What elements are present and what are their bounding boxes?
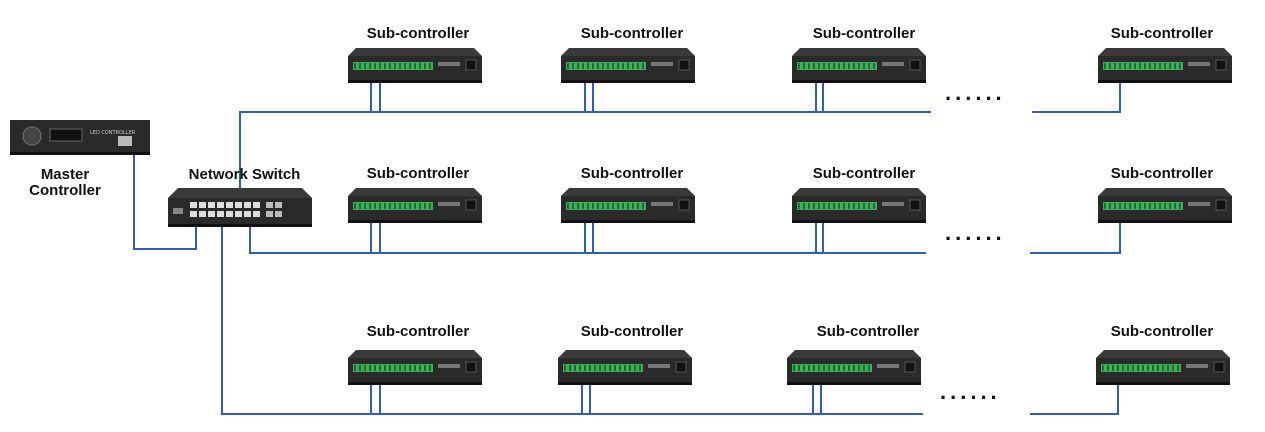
sub-controller-device xyxy=(561,48,695,83)
network-switch-device xyxy=(168,188,312,227)
master-controller-device: LED CONTROLLER xyxy=(10,120,150,155)
sub-controller-device xyxy=(558,350,692,385)
sub-controller-device xyxy=(792,188,926,223)
sub-controller-device xyxy=(1096,350,1230,385)
network-cable xyxy=(1032,82,1121,113)
sub-controller-label: Sub-controller xyxy=(580,165,684,182)
network-cable xyxy=(249,222,926,254)
sub-controller-device xyxy=(348,48,482,83)
sub-controller-label: Sub-controller xyxy=(812,165,916,182)
sub-controller-label: Sub-controller xyxy=(1110,25,1214,42)
device-panel-text: LED CONTROLLER xyxy=(90,130,136,136)
sub-controller-device xyxy=(787,350,921,385)
sub-controller-label: Sub-controller xyxy=(366,323,470,340)
sub-controller-label: Sub-controller xyxy=(580,25,684,42)
sub-controller-label: Sub-controller xyxy=(1110,323,1214,340)
ellipsis: ...... xyxy=(945,80,1006,105)
sub-controller-device xyxy=(1098,188,1232,223)
network-cable xyxy=(1030,383,1119,415)
sub-controller-label: Sub-controller xyxy=(366,165,470,182)
sub-controller-device xyxy=(1098,48,1232,83)
sub-controller-label: Sub-controller xyxy=(580,323,684,340)
sub-controller-device xyxy=(792,48,926,83)
ellipsis: ...... xyxy=(945,220,1006,245)
ellipsis: ...... xyxy=(940,379,1001,404)
sub-controller-label: Sub-controller xyxy=(366,25,470,42)
sub-controller-label: Sub-controller xyxy=(816,323,920,340)
sub-controller-device xyxy=(561,188,695,223)
sub-controller-label: Sub-controller xyxy=(1110,165,1214,182)
sub-controller-device xyxy=(348,350,482,385)
sub-controller-device xyxy=(348,188,482,223)
network-cable xyxy=(133,143,197,250)
network-cable xyxy=(239,111,931,207)
network-cable xyxy=(1030,222,1121,254)
network-cable xyxy=(221,222,923,415)
master-controller-label: Master Controller xyxy=(29,166,101,199)
network-switch-label: Network Switch xyxy=(188,166,301,183)
sub-controller-label: Sub-controller xyxy=(812,25,916,42)
